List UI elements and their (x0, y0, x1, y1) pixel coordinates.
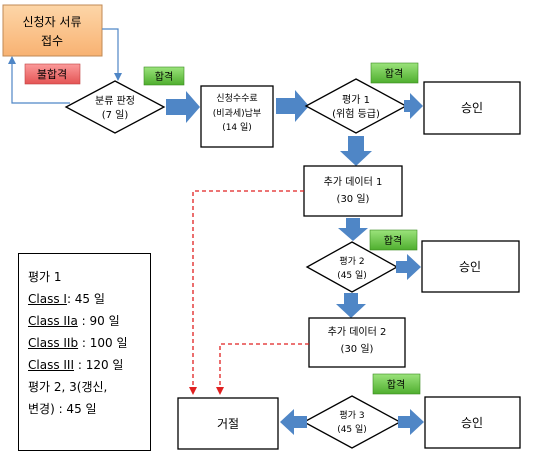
eval3-decision: 평가 3 (45 일) (302, 395, 402, 449)
eval3-label-1: 평가 3 (339, 410, 364, 421)
pass-badge-1: 합격 (143, 66, 185, 86)
legend-class-iii: Class III (28, 358, 75, 372)
flow-arrow-eval2-to-data2 (336, 293, 366, 318)
pass-badge-4-label: 합격 (387, 378, 405, 391)
legend-class-iia: Class IIa (28, 314, 78, 328)
data1-node: 추가 데이터 1 (30 일) (303, 165, 403, 217)
fee-node: 신청수수료 (비과세)납부 (14 일) (200, 85, 274, 148)
data2-label-2: (30 일) (341, 343, 374, 355)
legend-class-iii-value: : 120 일 (74, 358, 124, 372)
approve1-node: 승인 (423, 81, 521, 135)
pass-badge-4: 합격 (372, 373, 421, 395)
eval1-label-2: (위험 등급) (332, 107, 380, 120)
legend-class-iib: Class IIb (28, 336, 79, 350)
legend-class-i-value: : 45 일 (66, 292, 105, 306)
flow-arrow-eval3-to-reject (280, 409, 307, 435)
approve1-label: 승인 (461, 101, 483, 115)
flow-arrow-eval3-to-approve3 (398, 409, 424, 435)
fail-badge-label: 불합격 (37, 68, 67, 81)
eval3-label-2: (45 일) (337, 424, 367, 435)
fee-label-1: 신청수수료 (216, 93, 257, 104)
eval1-decision: 평가 1 (위험 등급) (304, 78, 408, 134)
data1-label-1: 추가 데이터 1 (324, 176, 383, 188)
reception-label-1: 신청자 서류 (22, 15, 81, 29)
legend-class-i: Class I (28, 292, 67, 306)
fail-badge: 불합격 (24, 63, 81, 85)
legend-row-class-iii: Class III : 120 일 (28, 354, 142, 376)
connector-reception-to-classification (102, 28, 122, 81)
pass-badge-3: 합격 (369, 229, 418, 251)
data2-node: 추가 데이터 2 (30 일) (308, 317, 406, 368)
flow-arrow-eval1-to-approve1 (404, 93, 423, 119)
flow-arrow-eval2-to-approve2 (396, 254, 421, 280)
reject-label: 거절 (217, 417, 239, 431)
flow-arrow-classification-to-fee (166, 91, 200, 123)
data2-label-1: 추가 데이터 2 (328, 326, 387, 338)
fee-label-3: (14 일) (222, 122, 252, 133)
pass-badge-3-label: 합격 (384, 234, 402, 247)
duration-legend: 평가 1 Class I: 45 일 Class IIa : 90 일 Clas… (18, 253, 151, 451)
legend-line-6: 변경) : 45 일 (28, 402, 97, 416)
connector-classification-fail-to-reception (8, 56, 70, 104)
approve2-node: 승인 (421, 240, 520, 293)
reject-path-from-data1 (189, 190, 304, 395)
legend-row-class-iia: Class IIa : 90 일 (28, 310, 142, 332)
approve3-label: 승인 (461, 416, 483, 430)
pass-badge-1-label: 합격 (155, 70, 173, 83)
pass-badge-2-label: 합격 (385, 67, 403, 80)
reject-node: 거절 (177, 397, 279, 450)
approve2-label: 승인 (459, 260, 481, 274)
eval2-label-2: (45 일) (337, 270, 367, 281)
eval2-label-1: 평가 2 (339, 256, 364, 267)
eval1-label-1: 평가 1 (342, 94, 370, 106)
flow-arrow-eval1-to-data1 (340, 136, 372, 166)
reject-path-from-data2 (216, 343, 309, 395)
classification-decision: 분류 판정 (7 일) (64, 80, 166, 134)
legend-line-5: 평가 2, 3(갱신, (28, 380, 108, 394)
fee-label-2: (비과세)납부 (213, 108, 261, 119)
legend-row-class-iib: Class IIb : 100 일 (28, 332, 142, 354)
classification-label-1: 분류 판정 (95, 95, 135, 107)
data1-label-2: (30 일) (337, 193, 370, 205)
flow-arrow-fee-to-eval1 (276, 90, 309, 122)
classification-label-2: (7 일) (102, 109, 129, 121)
eval2-decision: 평가 2 (45 일) (305, 241, 399, 293)
legend-row-class-i: Class I: 45 일 (28, 288, 142, 310)
approve3-node: 승인 (424, 396, 521, 449)
legend-class-iia-value: : 90 일 (77, 314, 120, 328)
legend-class-iib-value: : 100 일 (78, 336, 128, 350)
flow-arrow-data1-to-eval2 (338, 218, 368, 241)
reception-label-2: 접수 (41, 34, 63, 48)
legend-title: 평가 1 (28, 270, 62, 284)
pass-badge-2: 합격 (370, 62, 419, 84)
reception-node: 신청자 서류 접수 (2, 4, 103, 57)
